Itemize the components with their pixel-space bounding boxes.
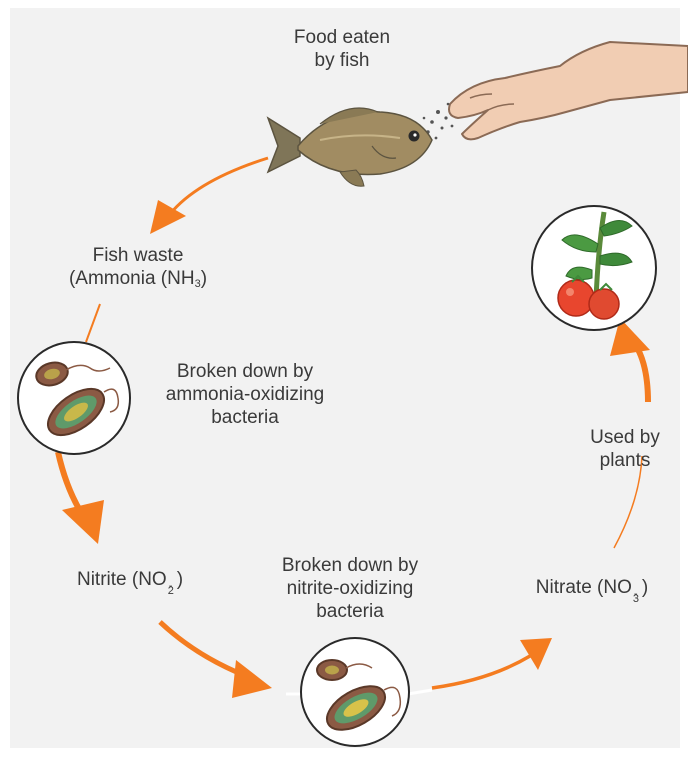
nitrate-formula-close: )	[642, 577, 648, 598]
nitrite-bacteria-line3: bacteria	[250, 600, 450, 623]
nitrite-bacteria-line2: nitrite-oxidizing	[250, 577, 450, 600]
ammonia-bacteria-line2: ammonia-oxidizing	[140, 383, 350, 406]
used-by-plants-line2: plants	[570, 449, 680, 472]
nitrite-formula-text: Nitrite (NO	[77, 569, 167, 590]
ammonia-formula-text: (Ammonia (NH	[69, 268, 195, 289]
nitrite-label: Nitrite (NO-2)	[30, 568, 230, 591]
nitrate-label: Nitrate (NO-3)	[494, 576, 688, 599]
nitrite-bacteria-line1: Broken down by	[250, 554, 450, 577]
used-by-plants-line1: Used by	[570, 426, 680, 449]
food-eaten-line1: Food eaten	[262, 26, 422, 49]
nitrite-formula-close: )	[177, 569, 183, 590]
ammonia-bacteria-label: Broken down by ammonia-oxidizing bacteri…	[140, 360, 350, 429]
fish-waste-line1: Fish waste	[28, 244, 248, 267]
food-eaten-line2: by fish	[262, 49, 422, 72]
ammonia-bacteria-line1: Broken down by	[140, 360, 350, 383]
ammonia-bacteria-icon	[18, 342, 130, 454]
fish-waste-line2: (Ammonia (NH3)	[28, 267, 248, 290]
nitrate-formula-text: Nitrate (NO	[536, 577, 632, 598]
fish-waste-label: Fish waste (Ammonia (NH3)	[28, 244, 248, 290]
food-eaten-label: Food eaten by fish	[262, 26, 422, 72]
ammonia-formula-close: )	[201, 268, 207, 289]
nitrite-bacteria-label: Broken down by nitrite-oxidizing bacteri…	[250, 554, 450, 623]
ammonia-bacteria-line3: bacteria	[140, 406, 350, 429]
tomato-plant-icon	[532, 206, 656, 330]
used-by-plants-label: Used by plants	[570, 426, 680, 472]
